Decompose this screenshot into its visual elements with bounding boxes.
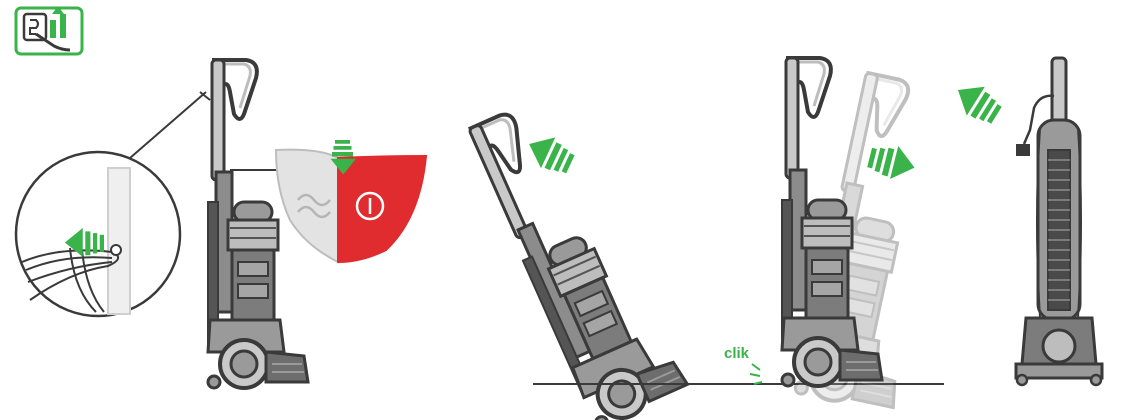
clik-annotation: clik [724, 345, 750, 362]
click-sound-lines [750, 364, 762, 384]
step-5-storage-front-view [949, 58, 1102, 385]
unplug-from-mains-icon [16, 6, 82, 54]
push-upright-arrow-icon [866, 140, 919, 184]
recline-arrow-icon [522, 129, 578, 179]
cable-hook-zoom-detail [16, 152, 180, 316]
store-arrow-icon [949, 76, 1006, 129]
step-3-reclined-vacuum [465, 90, 690, 420]
step-4-return-upright: clik [724, 58, 960, 413]
